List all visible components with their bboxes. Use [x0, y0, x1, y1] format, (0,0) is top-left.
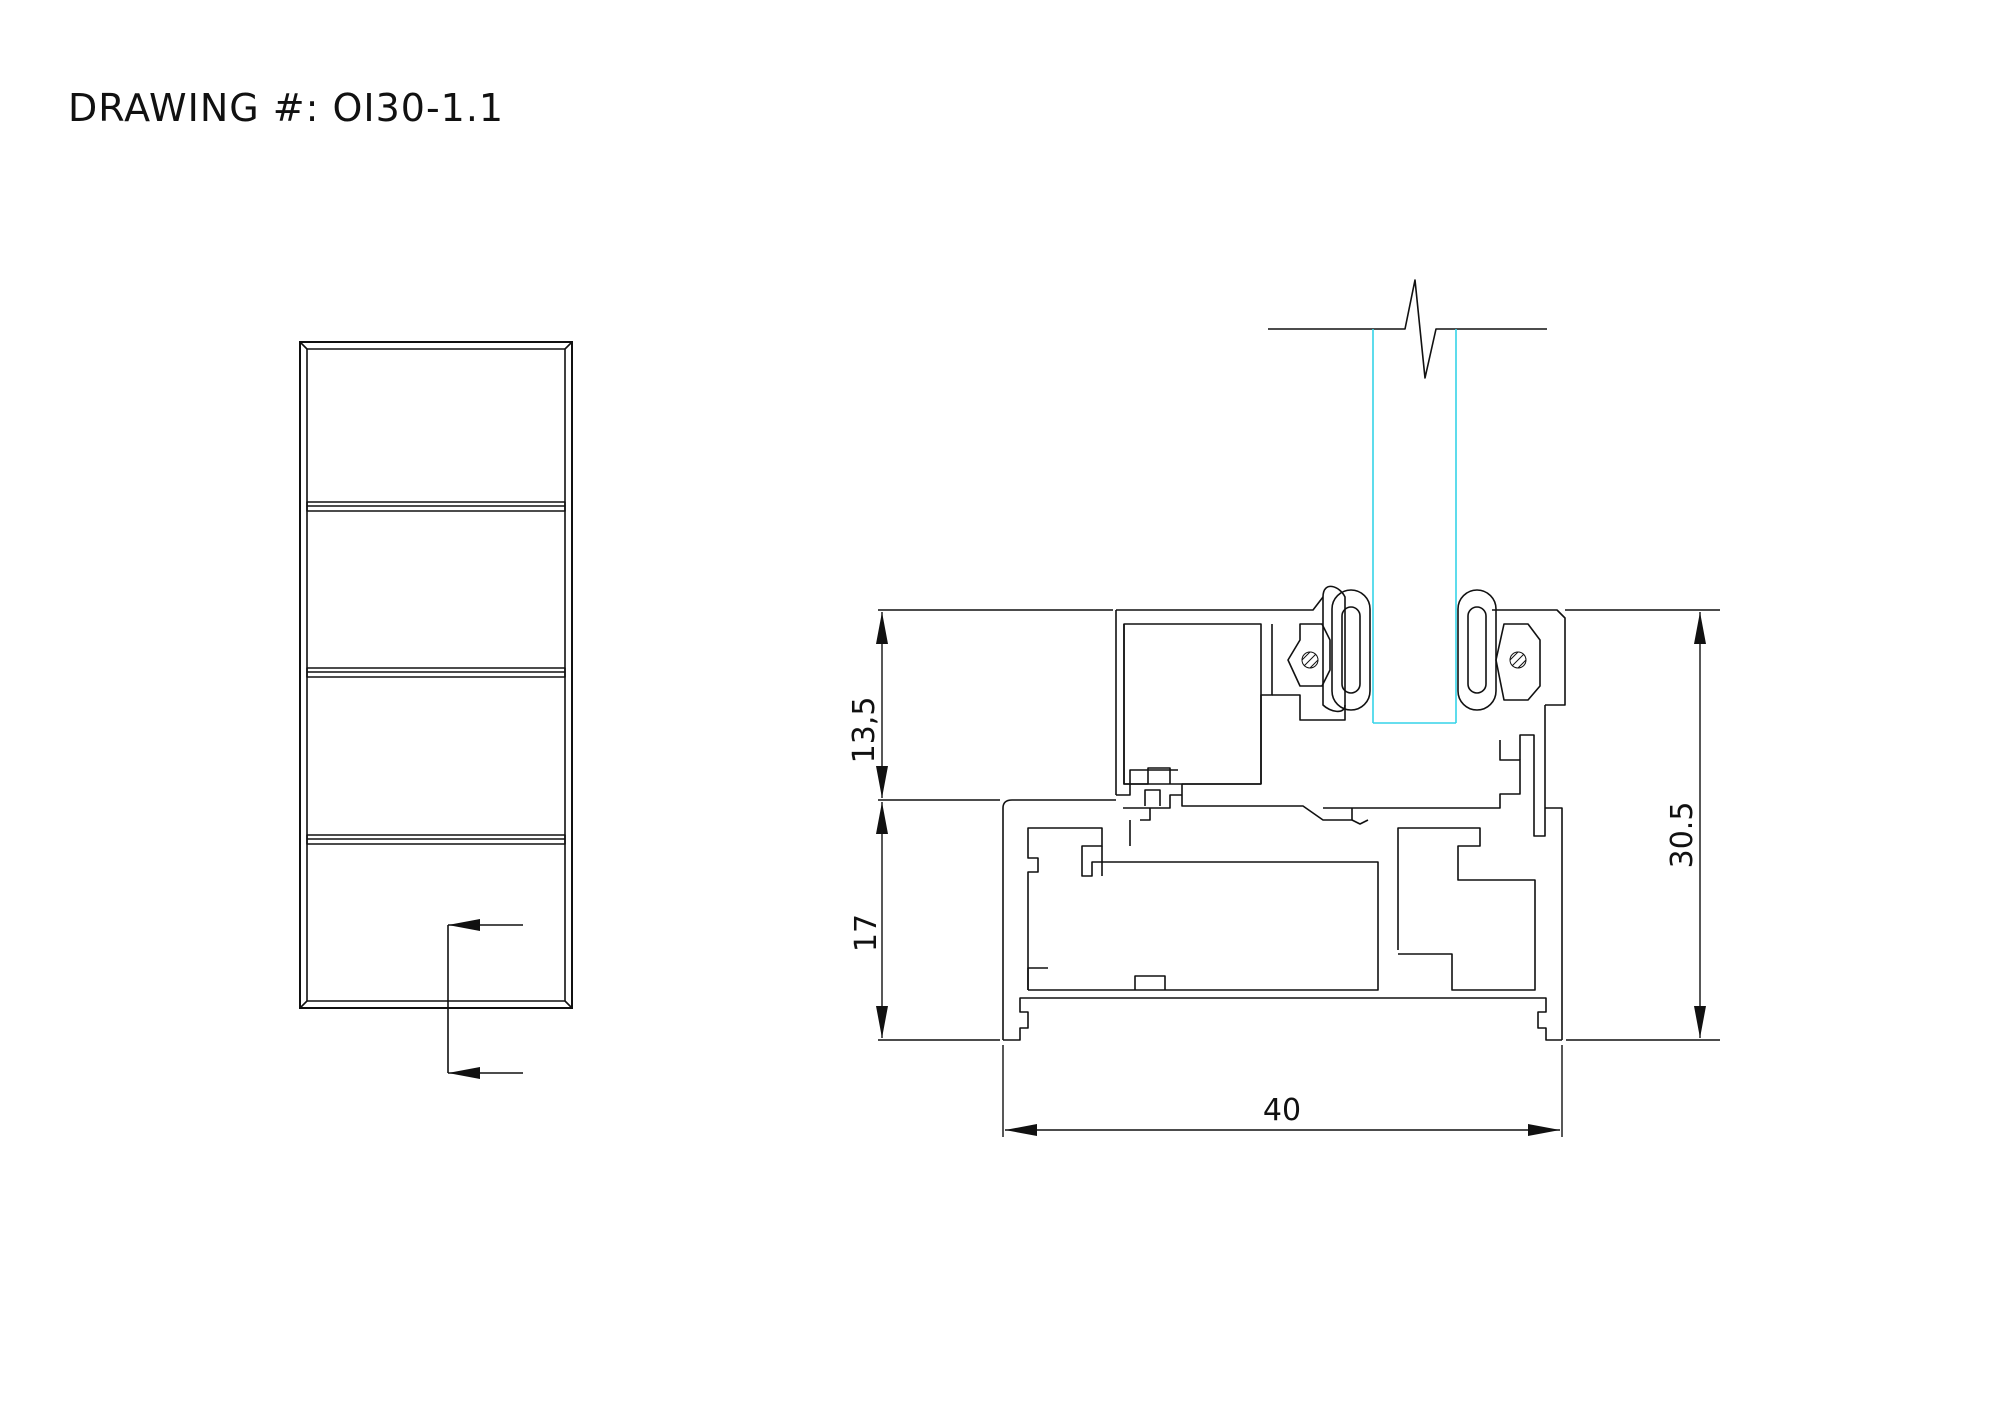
- drawing-number: DRAWING #: OI30-1.1: [68, 86, 505, 130]
- glass-break-line: [1268, 279, 1547, 379]
- dimension-total-height-label: 30.5: [1665, 802, 1700, 869]
- elevation-view: [299, 341, 573, 1079]
- dimension-upper-height: 13,5: [847, 612, 888, 798]
- gasket-left: [1287, 585, 1371, 713]
- dimension-width: 40: [1005, 1093, 1560, 1136]
- elevation-rail-1: [306, 501, 566, 512]
- elevation-rail-3: [306, 834, 566, 845]
- dimension-lower-height: 17: [849, 802, 888, 1038]
- dimension-lower-height-label: 17: [849, 914, 884, 952]
- elevation-rail-2: [306, 667, 566, 678]
- sash-profile: [1115, 596, 1566, 837]
- section-marker: [447, 919, 523, 1079]
- dimension-upper-height-label: 13,5: [847, 697, 882, 764]
- elevation-outer-frame: [299, 341, 573, 1009]
- glass-pane: [1372, 329, 1457, 724]
- frame-profile: [1002, 799, 1563, 1041]
- elevation-inner-frame: [306, 348, 566, 1002]
- gasket-right: [1457, 589, 1541, 711]
- dimension-width-label: 40: [1263, 1093, 1301, 1128]
- section-view: 13,5 17 30.5 40: [847, 279, 1720, 1137]
- dimension-total-height: 30.5: [1665, 612, 1706, 1038]
